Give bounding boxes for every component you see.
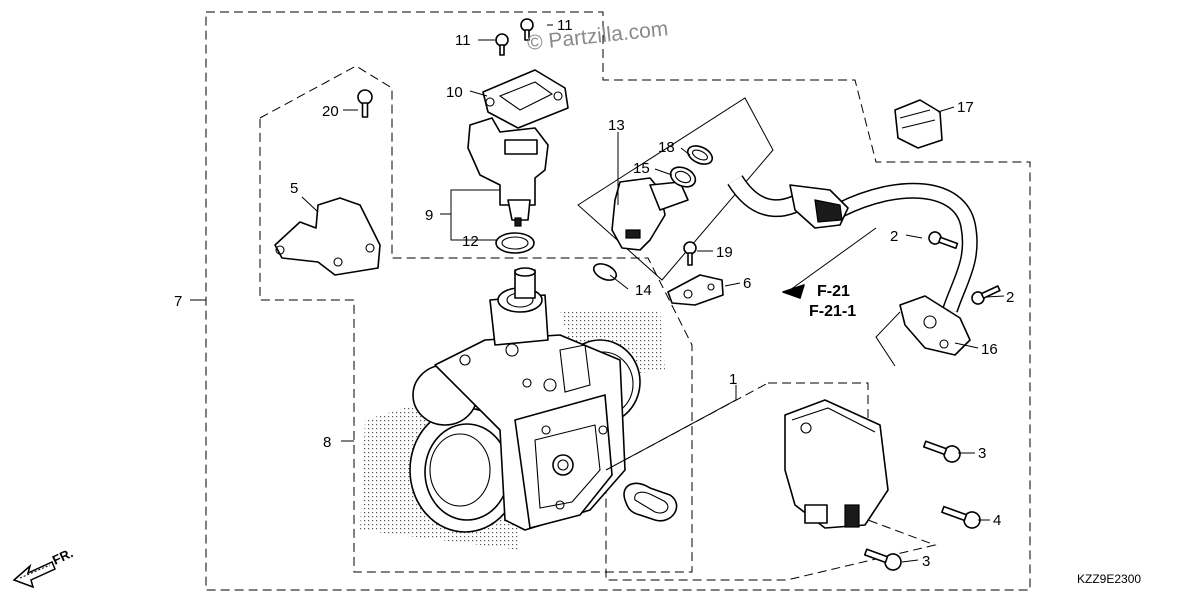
reference-wedge	[789, 227, 901, 367]
bracket-part-5	[274, 197, 381, 276]
watermark: © Partzilla.com	[526, 17, 669, 55]
seal-plate-part-10	[482, 69, 569, 129]
callout-7: 7	[174, 293, 182, 310]
fuel-hose	[727, 174, 978, 313]
bolt-icon	[495, 33, 509, 56]
bolt-icon	[941, 505, 981, 529]
bolt-icon	[520, 18, 534, 41]
callout-3: 3	[922, 553, 930, 570]
front-direction-label: FR.	[50, 545, 75, 567]
callout-18: 18	[658, 139, 675, 156]
leader-lines	[190, 24, 1005, 563]
reference-label-1: F-21	[817, 283, 850, 300]
callout-17: 17	[957, 99, 974, 116]
bolt-icon	[357, 89, 373, 118]
joint-part-16	[899, 295, 971, 356]
throttle-body	[409, 267, 641, 533]
callout-2: 2	[890, 228, 898, 245]
callout-14: 14	[635, 282, 652, 299]
bolt-icon	[683, 241, 697, 266]
callout-8: 8	[323, 434, 331, 451]
callout-3: 3	[978, 445, 986, 462]
front-arrow-icon	[12, 560, 56, 589]
callout-4: 4	[993, 512, 1001, 529]
diagram-code: KZZ9E2300	[1077, 572, 1141, 586]
reference-arrow-head	[782, 284, 805, 299]
callout-9: 9	[425, 207, 433, 224]
callout-15: 15	[633, 160, 650, 177]
callout-11: 11	[557, 17, 573, 34]
bolt-icon	[928, 231, 959, 250]
callout-13: 13	[608, 117, 625, 134]
sensor-unit-part-1	[784, 399, 889, 529]
callout-5: 5	[290, 180, 298, 197]
injector-part-13	[611, 177, 689, 251]
front-direction: FR.	[12, 545, 75, 589]
callout-1: 1	[729, 371, 737, 388]
bolt-icon	[922, 440, 961, 463]
callout-16: 16	[981, 341, 998, 358]
rings-parts-14-15-18	[592, 145, 714, 281]
callout-numbers: 1 2 2 3 3 4 5 6 7 8 9 10 11 11 12 13 14 …	[174, 17, 1014, 570]
injector-outline-13	[577, 97, 774, 281]
sensor-part-9	[467, 117, 549, 227]
callout-19: 19	[716, 244, 733, 261]
assembly-outline-7	[205, 11, 1031, 591]
reference-label-2: F-21-1	[809, 303, 856, 320]
callout-2: 2	[1006, 289, 1014, 306]
group-outlines	[205, 11, 1031, 591]
callout-20: 20	[322, 103, 339, 120]
assembly-outline-8	[259, 65, 693, 573]
callout-6: 6	[743, 275, 751, 292]
clip-part-17	[894, 99, 943, 149]
bolt-icon	[863, 548, 902, 571]
callout-11: 11	[455, 32, 471, 49]
bolts	[357, 18, 1001, 571]
plate-part-6	[667, 274, 724, 306]
bolt-icon	[971, 285, 1001, 305]
watermark-text: © Partzilla.com	[526, 17, 669, 55]
callout-12: 12	[462, 233, 479, 250]
o-ring-part-12	[495, 232, 535, 254]
callout-10: 10	[446, 84, 463, 101]
seal-ring	[623, 482, 678, 522]
